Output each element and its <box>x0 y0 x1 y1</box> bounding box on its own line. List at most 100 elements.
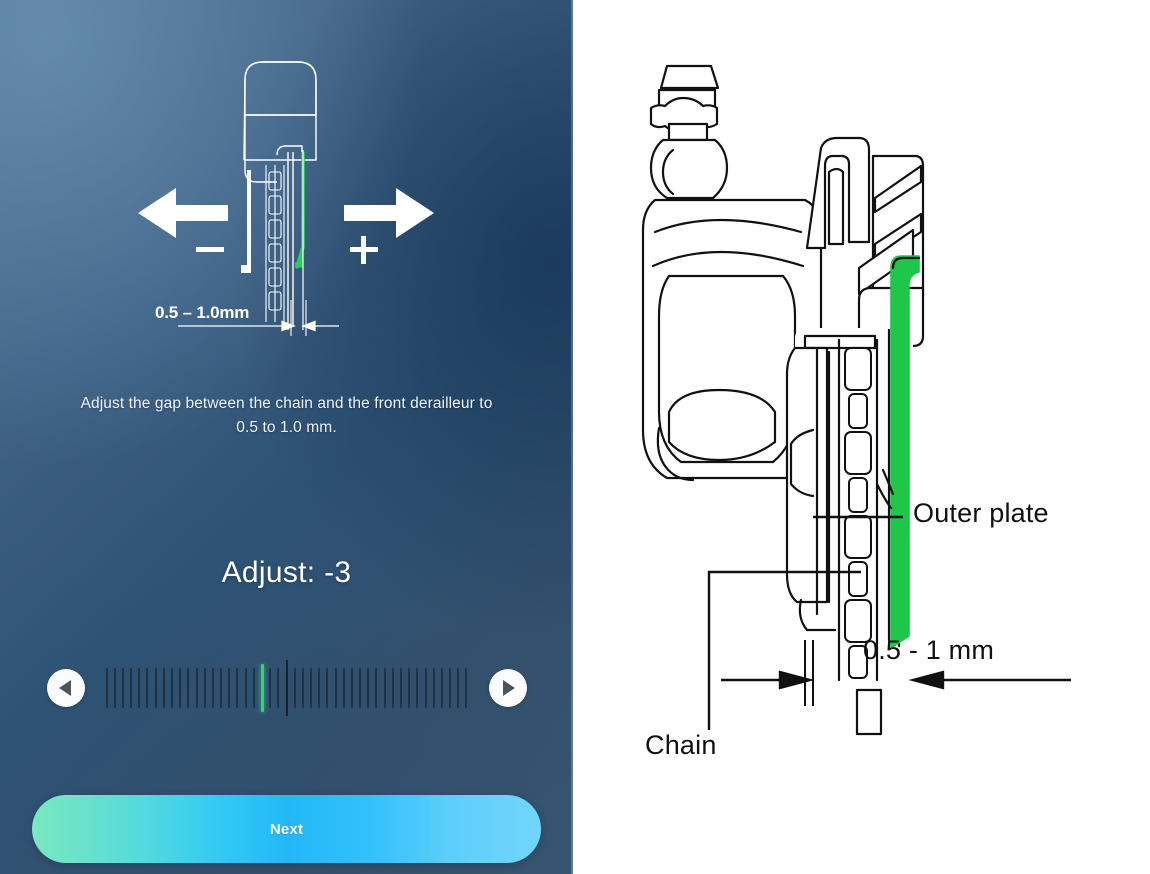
mount-rib-1 <box>873 164 923 214</box>
gap-schematic-diagram: 0.5 – 1.0mm <box>0 0 573 370</box>
outer-plate-highlight <box>295 152 305 269</box>
bolt-head <box>659 64 720 90</box>
gap-arrow-right <box>908 670 945 690</box>
slider-tick[interactable] <box>277 668 280 708</box>
plus-symbol-icon <box>350 236 378 264</box>
slider-tick[interactable] <box>187 668 190 708</box>
slider-tick[interactable] <box>121 668 124 708</box>
chain-strand <box>844 347 872 679</box>
slider-tick[interactable] <box>293 668 296 708</box>
slider-tick[interactable] <box>399 668 402 708</box>
body-left-edge <box>656 426 695 482</box>
slider-tick[interactable] <box>416 668 419 708</box>
bracket-arm <box>241 170 251 273</box>
cage-side-detail <box>789 428 815 498</box>
slider-tick[interactable] <box>383 668 386 708</box>
cage-shoulder <box>276 145 303 156</box>
slider-tick[interactable] <box>342 668 345 708</box>
slider-tick[interactable] <box>310 668 313 708</box>
slider-tick[interactable] <box>432 668 435 708</box>
slider-tick[interactable] <box>179 668 182 708</box>
arrow-left-icon <box>138 188 228 238</box>
slider-tick[interactable] <box>424 668 427 708</box>
instruction-text: Adjust the gap between the chain and the… <box>0 392 573 440</box>
arrow-right-icon <box>344 188 434 238</box>
gap-arrow-left <box>778 670 815 690</box>
next-button[interactable]: Next <box>32 795 541 863</box>
label-gap-dimension: 0.5 - 1 mm <box>863 635 995 665</box>
slider-tick[interactable] <box>138 668 141 708</box>
triangle-right-icon <box>503 680 515 696</box>
instruction-line-2: 0.5 to 1.0 mm. <box>236 419 337 436</box>
bolt-boss-inner <box>661 148 675 196</box>
increment-button[interactable] <box>488 669 527 707</box>
adjust-slider[interactable] <box>103 660 471 716</box>
chain-tail-link <box>855 688 883 736</box>
slider-tick-active[interactable] <box>260 664 264 712</box>
slider-tick[interactable] <box>154 668 157 708</box>
slider-tick[interactable] <box>244 668 247 708</box>
instruction-panel: 0.5 – 1.0mm Adjust the gap between the c… <box>0 0 573 874</box>
derailleur-body-outline <box>243 61 317 161</box>
slider-tick[interactable] <box>211 668 214 708</box>
minus-symbol-icon <box>196 247 224 252</box>
linkage-arm-detail <box>827 167 845 246</box>
outer-plate-highlight <box>890 255 920 649</box>
triangle-left-icon <box>58 680 71 696</box>
dimension-label: 0.5 – 1.0mm <box>155 303 250 322</box>
bolt-shaft <box>667 122 709 142</box>
slider-tick[interactable] <box>465 668 468 708</box>
slider-tick[interactable] <box>113 668 116 708</box>
slider-tick[interactable] <box>457 668 460 708</box>
decrement-button[interactable] <box>46 669 85 707</box>
slider-tick[interactable] <box>408 668 411 708</box>
bolt-boss <box>649 138 729 200</box>
slider-tick[interactable] <box>220 668 223 708</box>
slider-tick[interactable] <box>195 668 198 708</box>
slider-tick[interactable] <box>350 668 353 708</box>
adjust-value-readout: Adjust: -3 <box>221 556 352 589</box>
slider-center-marker <box>285 660 288 716</box>
reference-drawing-panel: Outer plate 0.5 - 1 mm Chain <box>573 0 1150 874</box>
body-ridge-top <box>653 218 803 234</box>
body-lower-lip <box>667 388 777 462</box>
slider-tick[interactable] <box>326 668 329 708</box>
slider-tick[interactable] <box>203 668 206 708</box>
panel-divider <box>571 0 573 874</box>
instruction-line-1: Adjust the gap between the chain and the… <box>80 395 493 412</box>
slider-tick[interactable] <box>375 668 378 708</box>
plate-detail-a <box>881 468 895 496</box>
derailleur-body-top <box>244 61 317 116</box>
slider-tick[interactable] <box>359 668 362 708</box>
slider-tick[interactable] <box>146 668 149 708</box>
slider-tick[interactable] <box>367 668 370 708</box>
chain-links <box>265 165 285 322</box>
plate-detail-b <box>875 482 893 510</box>
slider-tick[interactable] <box>301 668 304 708</box>
slider-tick[interactable] <box>269 668 272 708</box>
slider-tick[interactable] <box>171 668 173 708</box>
dimension-line <box>178 300 339 336</box>
gap-schematic-svg <box>138 61 434 336</box>
annotation-lines <box>707 515 1071 730</box>
slider-tick[interactable] <box>105 668 108 708</box>
linkage-arm-upper <box>805 136 871 250</box>
chain-leader <box>707 570 861 730</box>
slider-tick[interactable] <box>236 668 239 708</box>
slider-tick[interactable] <box>252 668 255 708</box>
slider-tick[interactable] <box>391 668 394 708</box>
slider-tick[interactable] <box>440 668 443 708</box>
slider-tick[interactable] <box>228 668 231 708</box>
slider-tick[interactable] <box>449 668 452 708</box>
slider-tick[interactable] <box>162 668 165 708</box>
derailleur-drawing-svg <box>641 64 1071 736</box>
slider-tick[interactable] <box>334 668 337 708</box>
body-ridge-2 <box>651 250 805 268</box>
cage-tail <box>798 598 837 632</box>
slider-tick[interactable] <box>318 668 321 708</box>
slider-tick[interactable] <box>130 668 133 708</box>
cage-inner-plate-body <box>785 346 829 604</box>
label-outer-plate: Outer plate <box>913 498 1049 528</box>
adjust-control-row <box>0 657 573 719</box>
